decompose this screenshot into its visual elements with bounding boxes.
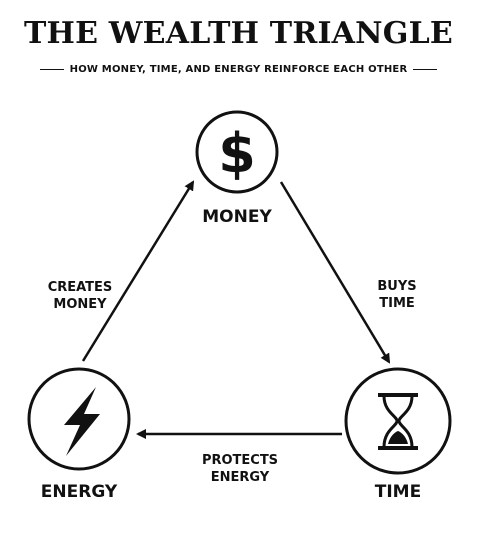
edge-label-creates-money: CREATES MONEY [47, 280, 113, 312]
money-label: MONEY [202, 207, 272, 227]
page-subtitle: HOW MONEY, TIME, AND ENERGY REINFORCE EA… [69, 64, 408, 75]
arrow-money-to-time [279, 181, 391, 364]
lightning-bolt-icon [64, 387, 100, 456]
hourglass-icon [378, 393, 418, 450]
money-node-circle [195, 110, 279, 194]
edge-label-buys-time: BUYS TIME [377, 279, 417, 311]
time-label: TIME [374, 482, 422, 502]
subtitle-rule-left [39, 69, 64, 70]
page-title: THE WEALTH TRIANGLE [24, 16, 453, 51]
subtitle-row: HOW MONEY, TIME, AND ENERGY REINFORCE EA… [0, 64, 477, 75]
subtitle-rule-right [413, 69, 438, 70]
arrow-energy-to-money [81, 180, 195, 362]
dollar-icon: $ [218, 122, 256, 185]
svg-text:$: $ [218, 122, 256, 185]
edge-label-protects-energy: PROTECTS ENERGY [201, 453, 279, 485]
energy-label: ENERGY [40, 482, 118, 502]
